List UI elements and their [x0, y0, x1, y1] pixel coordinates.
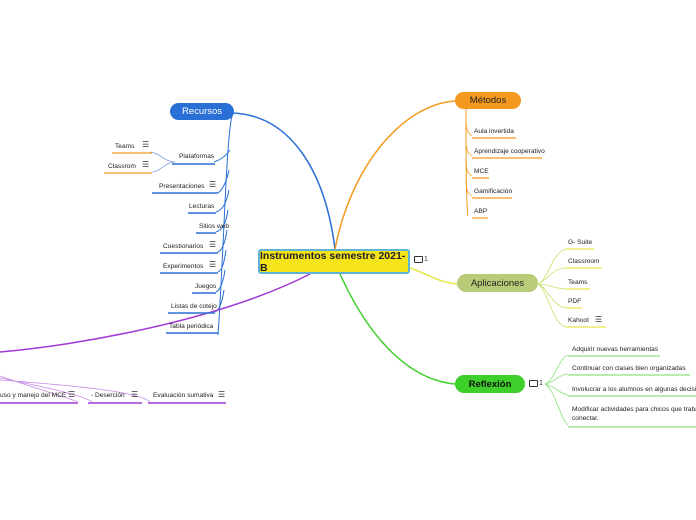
leaf-experimentos[interactable]: Experimentos	[163, 263, 204, 270]
leaf-abp[interactable]: ABP	[474, 208, 488, 215]
leaf-conectar[interactable]: conectar.	[572, 415, 599, 422]
central-note-indicator[interactable]: 1	[414, 256, 428, 263]
leaf-kahoot[interactable]: Kahoot	[568, 317, 589, 324]
leaf-pdf[interactable]: PDF	[568, 298, 582, 305]
leaf-aula-invertida[interactable]: Aula invertida	[474, 128, 514, 135]
topic-aplicaciones[interactable]: Aplicaciones	[457, 274, 538, 292]
leaf-tabla-periodica[interactable]: Tabla periódica	[169, 323, 214, 330]
note-icon[interactable]: ☰	[68, 390, 76, 399]
leaf-sitios-web[interactable]: Sitios web	[199, 223, 230, 230]
note-icon[interactable]: ☰	[209, 180, 217, 189]
comment-icon	[414, 256, 423, 263]
leaf-g-suite[interactable]: G- Suite	[568, 239, 593, 246]
leaf-teams-app[interactable]: Teams	[568, 279, 588, 286]
central-topic-label: Instrumentos semestre 2021-B	[260, 249, 406, 274]
leaf-involucrar[interactable]: Involucrar a los alumnos en algunas deci…	[572, 386, 696, 393]
note-icon[interactable]: ☰	[218, 390, 226, 399]
leaf-lecturas[interactable]: Lecturas	[189, 203, 215, 210]
leaf-evaluacion-sumativa[interactable]: Evaluación sumativa	[153, 392, 214, 399]
topic-reflexion[interactable]: Reflexión	[455, 375, 525, 393]
leaf-modificar[interactable]: Modificar actividades para chicos que tr…	[572, 406, 696, 413]
leaf-adquirir[interactable]: Adquirir nuevas herramientas	[572, 346, 659, 353]
leaf-listas-de-cotejo[interactable]: Listas de cotejo	[171, 303, 217, 310]
leaf-uso-manejo-mce[interactable]: uso y manejo del MCE	[0, 392, 67, 399]
leaf-continuar[interactable]: Continuar con clases bien organizadas	[572, 365, 686, 372]
leaf-aprendizaje-cooperativo[interactable]: Aprendizaje cooperativo	[474, 148, 545, 155]
leaf-classrom[interactable]: Classrom	[108, 163, 136, 170]
topic-metodos-label: Métodos	[469, 95, 507, 106]
comment-icon	[529, 380, 538, 387]
leaf-juegos[interactable]: Juegos	[195, 283, 217, 290]
leaf-gamificacion[interactable]: Gamificación	[474, 188, 513, 195]
leaf-presentaciones[interactable]: Presentaciones	[159, 183, 205, 190]
topic-reflexion-label: Reflexión	[468, 378, 512, 390]
topic-recursos-label: Recursos	[181, 106, 223, 117]
leaf-desercion[interactable]: - Deserción	[91, 392, 125, 399]
topic-aplicaciones-label: Aplicaciones	[470, 277, 525, 289]
leaf-plataformas[interactable]: Plataformas	[179, 153, 215, 160]
note-icon[interactable]: ☰	[142, 140, 150, 149]
reflexion-note-indicator[interactable]: 1	[529, 380, 543, 387]
leaf-teams[interactable]: Teams	[115, 143, 135, 150]
note-icon[interactable]: ☰	[209, 240, 217, 249]
leaf-classroom[interactable]: Classroom	[568, 258, 600, 265]
topic-metodos[interactable]: Métodos	[455, 92, 521, 109]
leaf-mce[interactable]: MCE	[474, 168, 489, 175]
topic-recursos[interactable]: Recursos	[170, 103, 234, 120]
central-topic[interactable]: Instrumentos semestre 2021-B	[258, 249, 410, 274]
note-icon[interactable]: ☰	[142, 160, 150, 169]
note-icon[interactable]: ☰	[595, 315, 603, 324]
leaf-cuestionarios[interactable]: Cuestionarios	[163, 243, 204, 250]
note-icon[interactable]: ☰	[131, 390, 139, 399]
note-icon[interactable]: ☰	[209, 260, 217, 269]
